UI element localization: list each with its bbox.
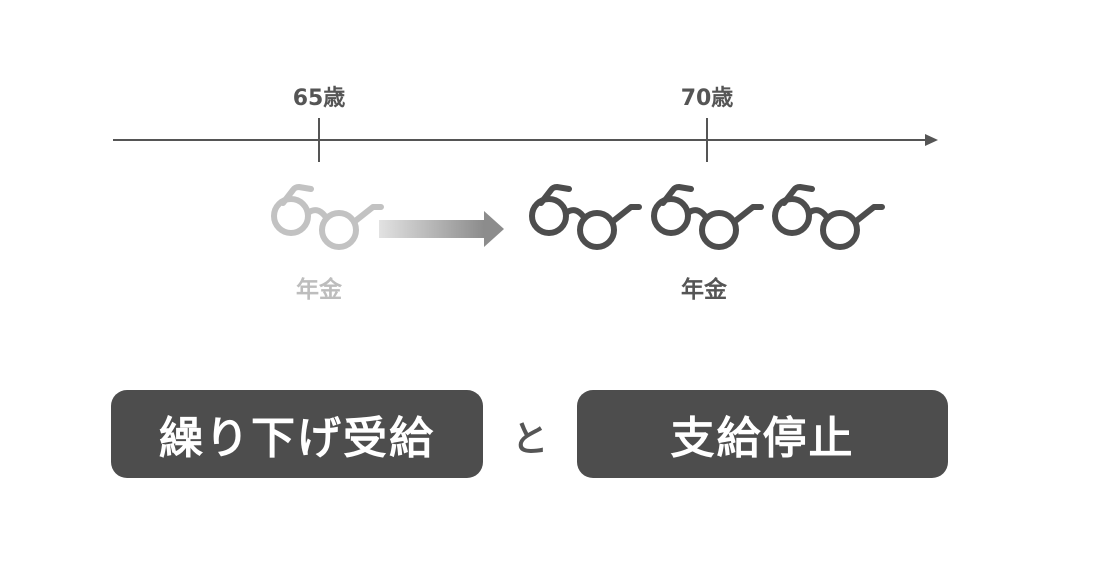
pension-label-after: 年金 bbox=[681, 277, 727, 303]
payment-suspension-label: 支給停止 bbox=[670, 413, 855, 464]
timeline-arrowhead bbox=[925, 134, 938, 146]
age-label-70: 70歳 bbox=[680, 86, 734, 111]
pension-label-before: 年金 bbox=[296, 277, 342, 303]
deferred-receipt-box: 繰り下げ受給 bbox=[111, 390, 483, 478]
glasses-icon bbox=[532, 187, 639, 247]
glasses-icon bbox=[654, 187, 761, 247]
glasses-icon bbox=[775, 187, 882, 247]
payment-suspension-box: 支給停止 bbox=[577, 390, 948, 478]
deferred-receipt-label: 繰り下げ受給 bbox=[159, 413, 435, 464]
age-label-65: 65歳 bbox=[292, 86, 346, 111]
glasses-icon bbox=[274, 187, 381, 247]
right-arrow-icon bbox=[379, 211, 504, 247]
connector-text: と bbox=[511, 419, 548, 460]
